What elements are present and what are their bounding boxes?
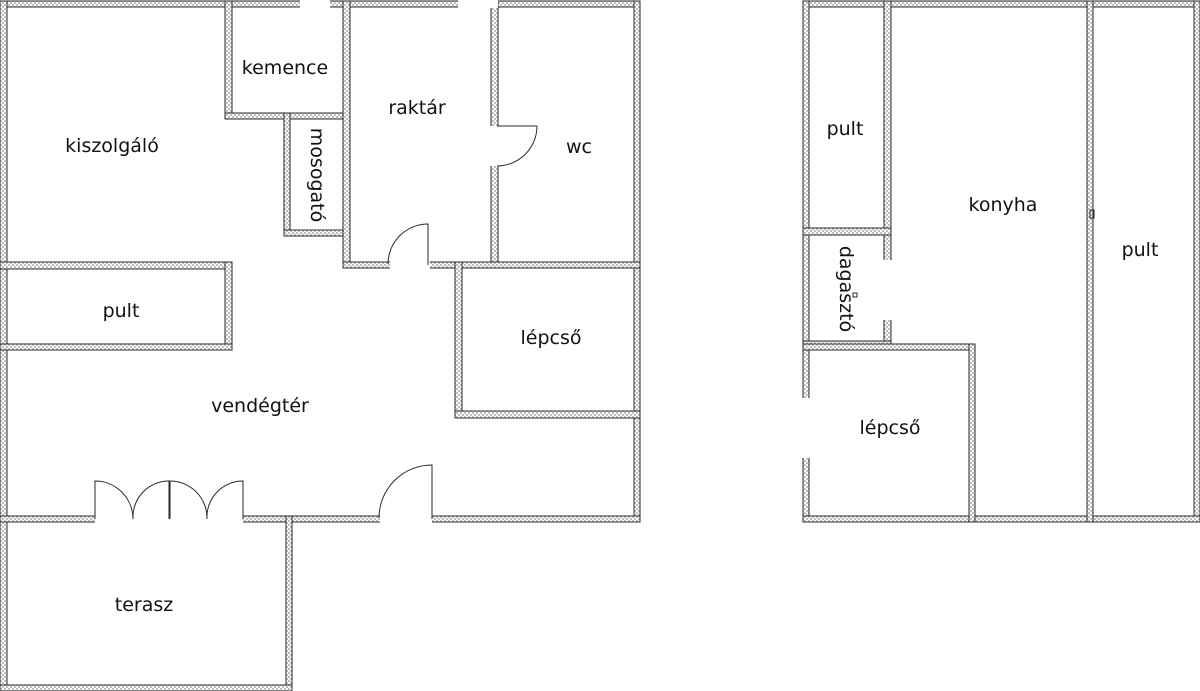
upper-floor-openings: [802, 260, 892, 458]
wall-pult-bottom: [0, 343, 233, 351]
room-label-kiszolgalo: kiszolgáló: [65, 135, 159, 157]
room-label-mosogato: mosogató: [306, 128, 328, 222]
room-label-terasz: terasz: [115, 594, 173, 616]
upper-floor-plan: [802, 0, 1200, 523]
wall-konyha-right: [1086, 0, 1094, 523]
upper-floor-details: [852, 209, 1095, 298]
door-wc: [496, 125, 538, 167]
wall-lepcso-upper-top: [802, 343, 976, 351]
wall-lepcso-upper-right: [968, 343, 976, 523]
ground-floor-doors: [94, 125, 538, 520]
door-terasz-1a: [94, 480, 134, 520]
wall-upper-right: [1193, 0, 1200, 523]
room-label-konyha: konyha: [969, 194, 1038, 216]
room-label-raktar: raktár: [388, 97, 446, 119]
room-label-lepcso-ground: lépcső: [521, 327, 582, 349]
door-vendegter: [378, 464, 433, 519]
wall-lepcso-bottom: [454, 410, 641, 419]
wall-terasz-bottom: [0, 684, 293, 691]
wall-mosogato-bottom: [283, 229, 351, 237]
konyha-wall-marker: [1089, 209, 1095, 219]
wall-outer-bottom-main: [0, 515, 641, 523]
wall-raktar-bottom: [342, 261, 641, 269]
dagaszto-marker: [852, 292, 858, 298]
wall-mosogato-left: [283, 112, 291, 237]
room-label-pult-ground: pult: [103, 300, 140, 322]
room-label-lepcso-upper: lépcső: [860, 417, 921, 439]
room-label-pult-upper-right: pult: [1122, 239, 1159, 261]
room-label-wc: wc: [566, 136, 592, 158]
wall-upper-top: [802, 0, 1200, 8]
room-label-kemence: kemence: [242, 57, 328, 79]
wall-kemence-left: [224, 0, 233, 120]
wall-raktar-left: [342, 0, 351, 269]
room-labels: kiszolgáló kemence mosogató raktár wc pu…: [65, 57, 1158, 616]
door-raktar: [387, 223, 429, 265]
wall-terasz-right: [285, 515, 293, 691]
room-label-dagaszto: dagasztó: [835, 246, 857, 332]
door-terasz-2a: [169, 480, 208, 520]
room-label-vendegter: vendégtér: [211, 395, 309, 417]
wall-pult-left-bottom: [802, 227, 892, 236]
room-label-pult-upper-left: pult: [827, 118, 864, 140]
door-terasz-1b: [132, 480, 170, 520]
wall-upper-bottom: [802, 515, 1200, 523]
wall-pult-top: [0, 261, 233, 270]
door-terasz-2b: [206, 480, 244, 520]
wall-lepcso-left: [454, 261, 463, 419]
wall-pult-right: [224, 261, 233, 351]
